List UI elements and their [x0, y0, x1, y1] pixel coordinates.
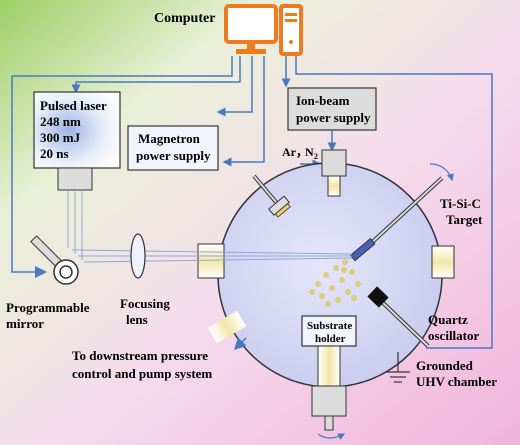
laser-title: Pulsed laser	[40, 98, 107, 113]
control-lines	[11, 56, 493, 349]
mirror-line2: mirror	[6, 316, 44, 331]
pump-line1: To downstream pressure	[72, 348, 208, 363]
ion-beam-power-supply-box	[287, 87, 377, 131]
magnetron-power-supply-box	[127, 125, 219, 171]
pump-arrow	[233, 337, 247, 351]
ablation-plume	[309, 259, 361, 307]
ion-source	[321, 149, 347, 197]
ion-line1: Ion-beam	[296, 93, 350, 108]
chamber-line2: UHV chamber	[416, 374, 497, 389]
pump-line2: control and pump system	[72, 366, 212, 381]
focusing-lens	[130, 233, 146, 279]
chamber-line1: Grounded	[416, 358, 474, 373]
quartz-line1: Quartz	[428, 312, 468, 327]
computer-label: Computer	[154, 11, 215, 26]
substrate-rotation-arrow	[317, 433, 346, 440]
gas-ar-label: Ar，	[282, 145, 308, 159]
quartz-oscillator	[367, 286, 389, 308]
lens-line1: Focusing	[120, 296, 170, 311]
pulsed-laser-box	[33, 91, 121, 169]
gas-n-subscript: 2	[314, 152, 318, 161]
pump-port	[207, 310, 247, 344]
mirror-line1: Programmable	[6, 300, 90, 315]
right-side-port	[431, 245, 455, 279]
laser-pulse: 20 ns	[40, 146, 69, 161]
target-line1: Ti-Si-C	[440, 196, 481, 211]
gas-n-label: N	[305, 145, 314, 159]
laser-output-head	[57, 167, 93, 191]
substrate-line1: Substrate	[307, 320, 352, 332]
quartz-line2: oscillator	[428, 328, 479, 343]
laser-energy: 300 mJ	[40, 130, 81, 145]
laser-entry-port	[197, 243, 225, 279]
laser-beam-vertical	[67, 190, 83, 260]
ground-symbol	[386, 352, 410, 383]
mirror-motor-inner	[59, 265, 73, 279]
substrate-shaft	[317, 345, 341, 387]
laser-wavelength: 248 nm	[40, 114, 81, 129]
substrate-line2: holder	[315, 333, 346, 345]
computer-icon	[224, 4, 303, 56]
target-rotation-arrow	[429, 163, 454, 182]
ion-line2: power supply	[296, 110, 371, 125]
target-line2: Target	[446, 212, 483, 227]
laser-beam-horizontal	[71, 249, 353, 263]
substrate-motor	[311, 385, 347, 417]
magnetron-gun	[252, 174, 291, 218]
magnetron-line2: power supply	[136, 148, 211, 163]
magnetron-line1: Magnetron	[138, 131, 201, 146]
ti-si-c-target	[349, 238, 376, 262]
lens-line2: lens	[126, 312, 148, 327]
